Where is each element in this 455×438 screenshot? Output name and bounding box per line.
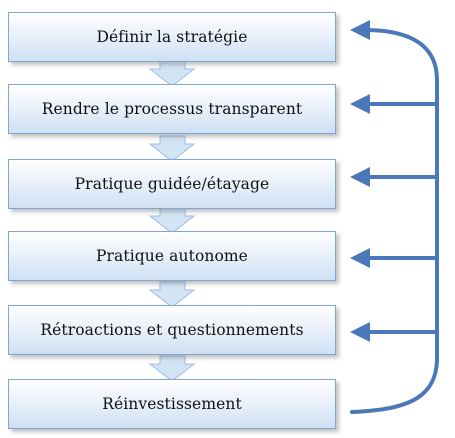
step-label: Réinvestissement [102, 395, 242, 413]
step-label: Pratique guidée/étayage [74, 175, 270, 193]
step-box-4: Pratique autonome [8, 231, 336, 281]
down-arrow-icon [148, 281, 196, 308]
step-label: Définir la stratégie [96, 28, 248, 46]
step-box-5: Rétroactions et questionnements [8, 305, 336, 355]
down-arrow-icon [148, 135, 196, 162]
step-box-6: Réinvestissement [8, 379, 336, 429]
step-label: Rétroactions et questionnements [40, 321, 304, 339]
step-box-3: Pratique guidée/étayage [8, 159, 336, 209]
step-box-2: Rendre le processus transparent [8, 84, 336, 134]
step-box-1: Définir la stratégie [8, 12, 336, 62]
step-label: Rendre le processus transparent [41, 100, 303, 118]
down-arrow-icon [148, 355, 196, 382]
down-arrow-icon [148, 207, 196, 234]
step-label: Pratique autonome [96, 247, 248, 265]
down-arrow-icon [148, 60, 196, 87]
